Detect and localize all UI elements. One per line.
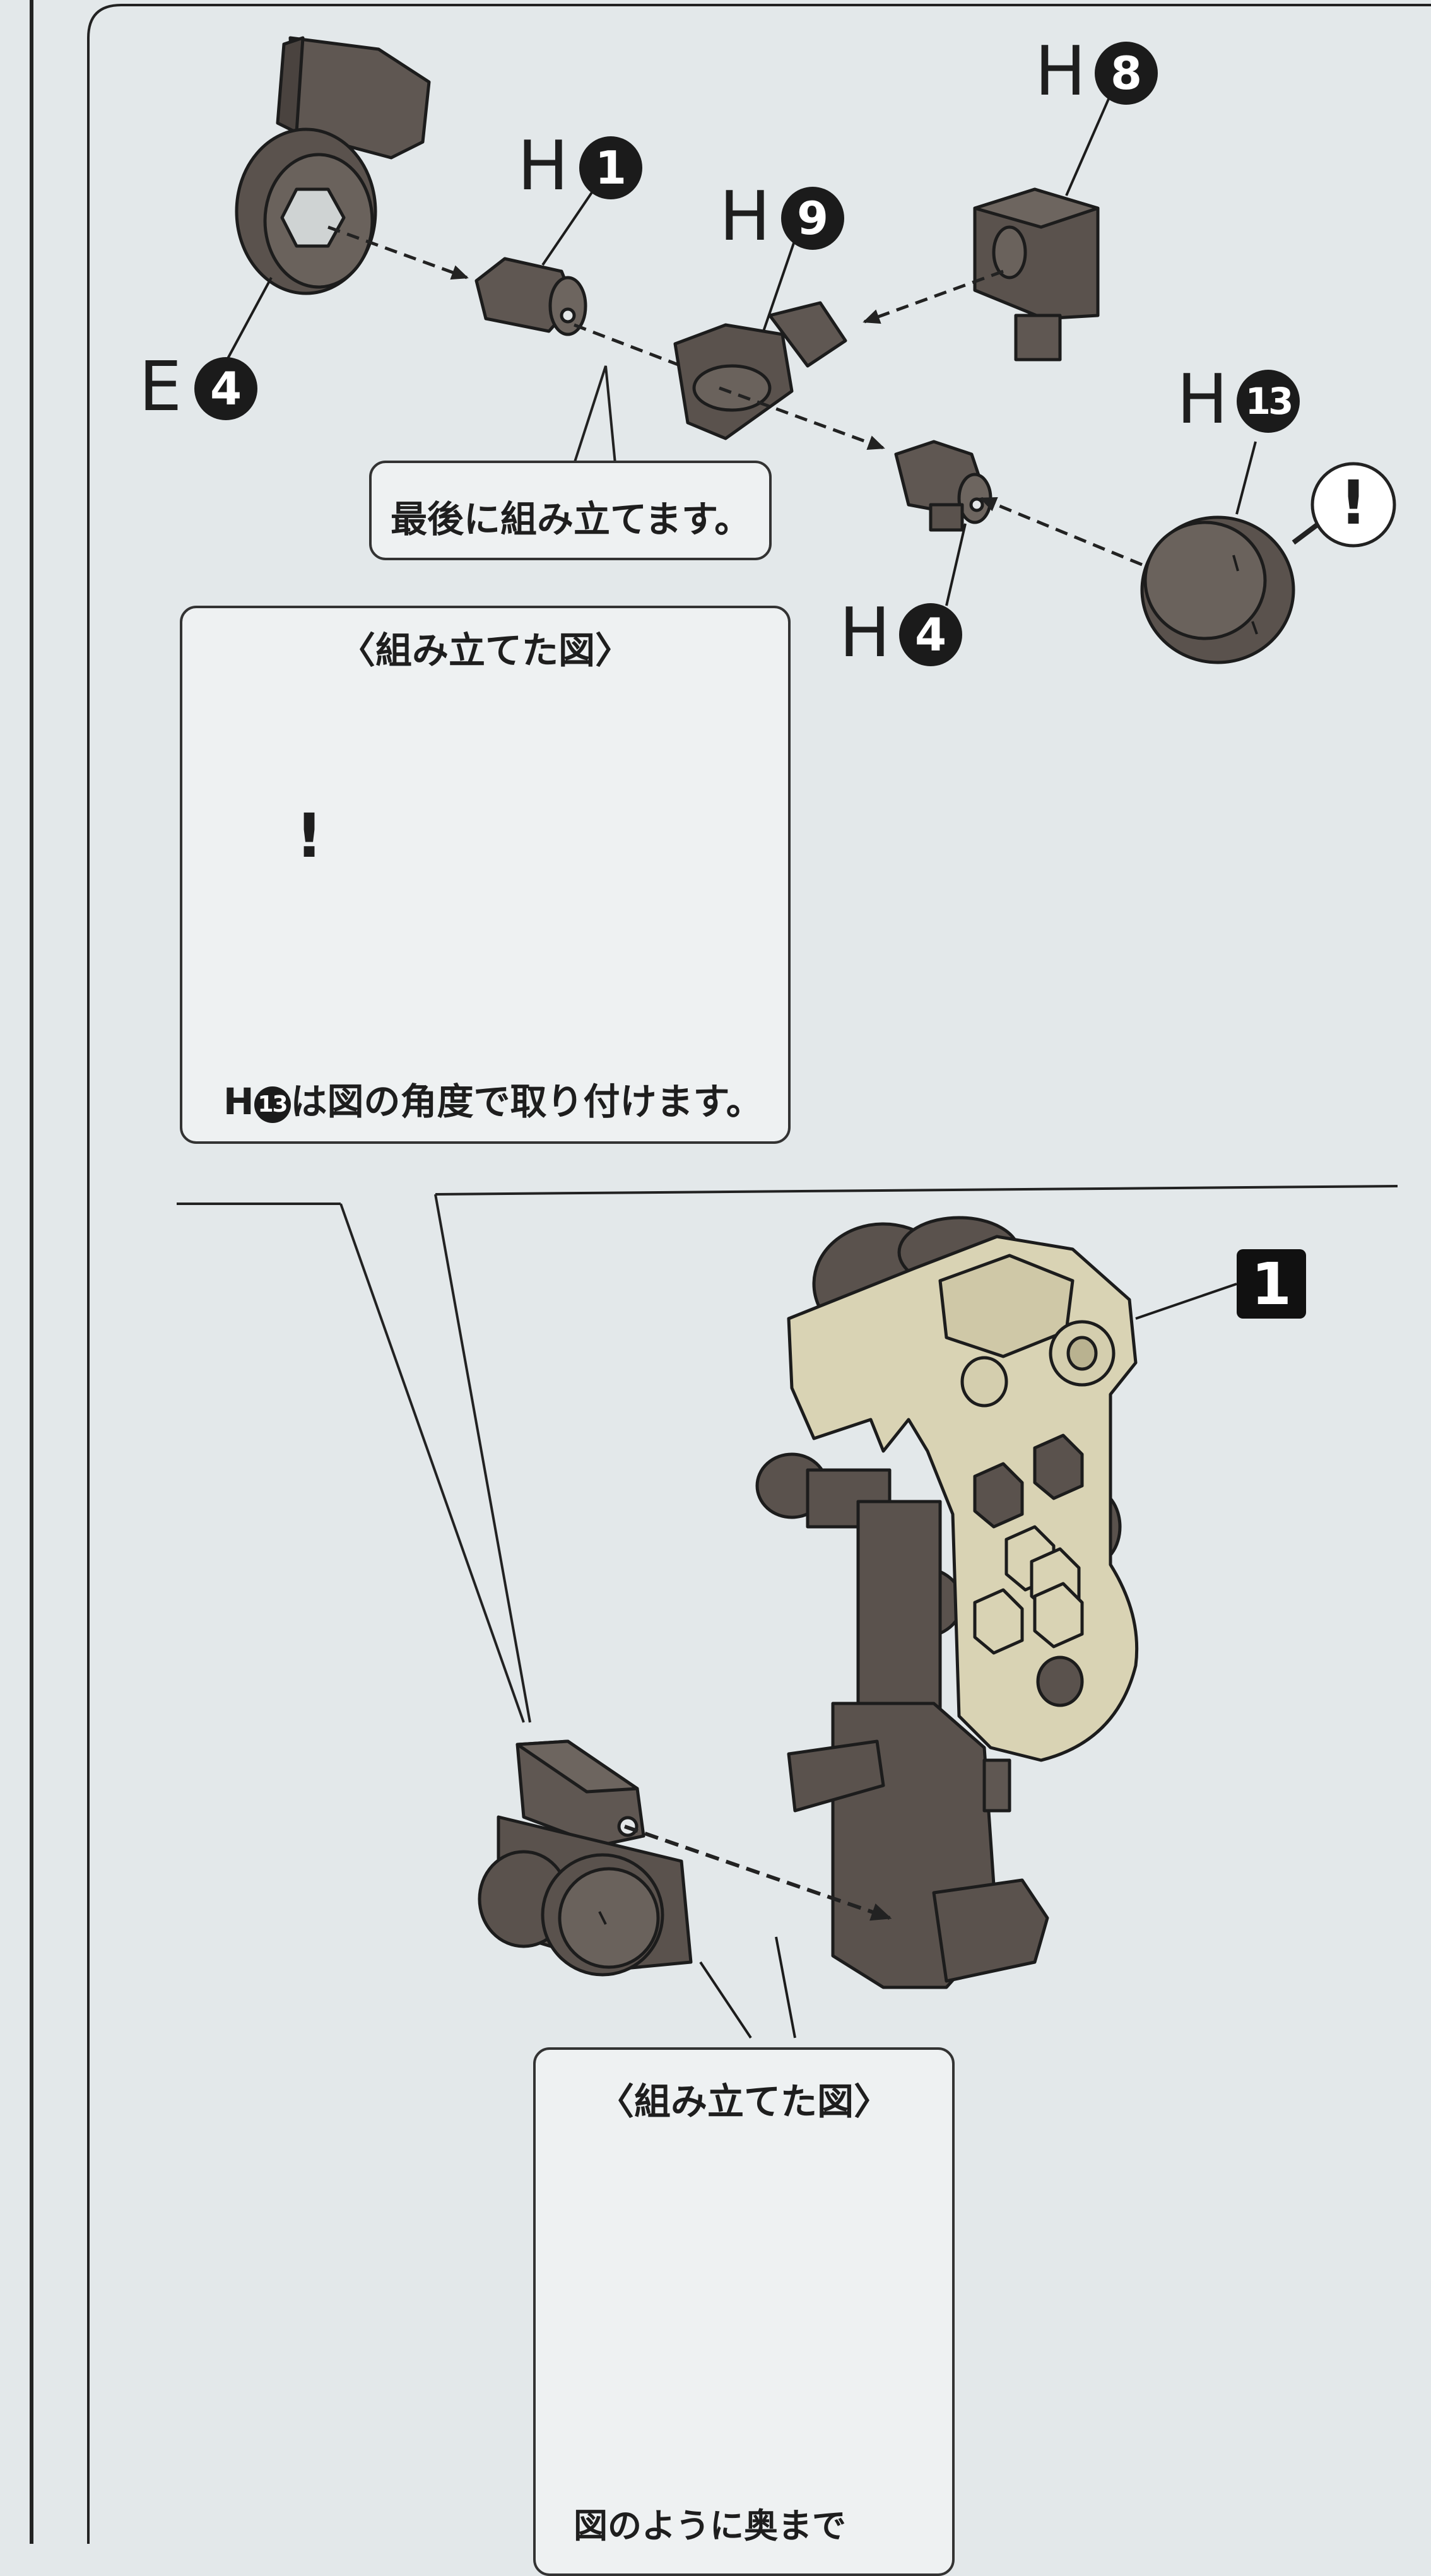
caution-exclamation-icon: ! [1340, 468, 1367, 538]
part-e4 [226, 36, 431, 360]
caption-text: は図の角度で取り付けます。 [290, 1080, 763, 1123]
foot-part [478, 1739, 796, 2039]
caption-part-letter: H [223, 1080, 254, 1123]
part-h13 [1140, 441, 1295, 664]
caution-exclamation-icon: ! [295, 801, 323, 871]
part-label-number: 4 [194, 357, 257, 420]
part-label-letter: H [1177, 360, 1228, 439]
caption-part-number: 13 [254, 1086, 291, 1123]
part-label-letter: H [517, 127, 569, 206]
note-assemble-last-box: 最後に組み立てます。 [369, 461, 772, 560]
part-label-letter: E [139, 348, 182, 426]
dashed-arrow-icon [327, 225, 469, 280]
part-h1 [474, 175, 604, 336]
part-label-number: 8 [1095, 42, 1158, 105]
assembled-view-1-title: 〈組み立てた図〉 [338, 629, 632, 672]
note-assemble-last: 最後に組み立てます。 [391, 498, 751, 541]
part-h8 [973, 94, 1112, 362]
part-label-number: 13 [1237, 370, 1300, 433]
leg-assembly [755, 1216, 1237, 1989]
assembled-view-2-title: 〈組み立てた図〉 [597, 2080, 890, 2123]
caution-exclamation-icon [1292, 462, 1396, 548]
part-label-letter: H [839, 594, 891, 673]
page-frame-lines [30, 0, 1431, 2544]
step-badge: 1 [1237, 1249, 1306, 1319]
part-label-number: 1 [579, 136, 642, 199]
part-label-number: 4 [899, 603, 962, 666]
part-h4 [894, 440, 992, 606]
part-h9 [673, 230, 847, 440]
part-label-number: 9 [781, 187, 844, 250]
note-pointer [573, 365, 616, 464]
part-label-letter: H [719, 177, 771, 256]
assembled-view-2-caption: 図のように奥まで [574, 2506, 846, 2546]
assembled-view-2-box: 〈組み立てた図〉 図のように奥まで [533, 2047, 955, 2576]
part-label-letter: H [1035, 32, 1086, 111]
